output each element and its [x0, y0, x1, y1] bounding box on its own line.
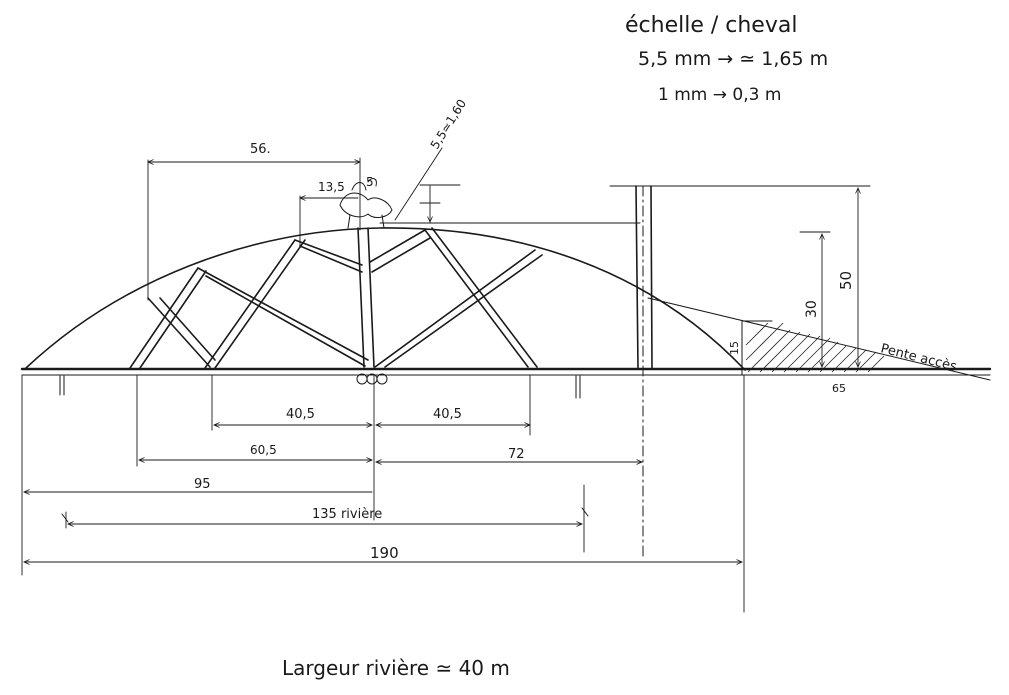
scale-legend: échelle / cheval 5,5 mm → ≃ 1,65 m 1 mm … — [625, 13, 828, 105]
dim-5-5-label: 5,5≃1,60 — [428, 97, 469, 152]
dim-50: 50 — [609, 185, 871, 367]
right-tower — [635, 185, 653, 561]
scale-line-2: 1 mm → 0,3 m — [658, 85, 781, 105]
dim-135-riviere-label: 135 rivière — [312, 507, 382, 522]
dim-72-label: 72 — [508, 447, 525, 462]
dim-13-5: 13,5 — [300, 180, 359, 246]
dim-13-5-label: 13,5 — [318, 180, 345, 194]
central-pier — [356, 373, 388, 385]
dim-190: 190 — [24, 374, 745, 613]
dim-65-label: 65 — [832, 382, 846, 395]
truss-members — [129, 227, 543, 369]
dim-56: 56. — [148, 142, 360, 301]
dim-40-5-left-label: 40,5 — [286, 407, 315, 422]
dim-30-label: 30 — [804, 300, 820, 318]
bank-marks — [59, 375, 589, 523]
bridge-arch — [25, 227, 746, 371]
caption: Largeur rivière ≃ 40 m — [282, 656, 510, 680]
scale-line-1: 5,5 mm → ≃ 1,65 m — [638, 48, 828, 70]
bridge-deck — [20, 367, 992, 376]
dim-5-5: 5,5≃1,60 — [394, 97, 469, 221]
dim-15-label: 15 — [728, 341, 741, 355]
dim-5: 5 — [366, 175, 641, 224]
dim-40-5-right: 40,5 — [373, 374, 530, 521]
dim-30: 30 — [799, 231, 831, 367]
dim-56-label: 56. — [250, 142, 271, 157]
dim-60-5: 60,5 — [136, 374, 372, 467]
dim-72: 72 — [376, 447, 642, 462]
dim-40-5-right-label: 40,5 — [433, 407, 462, 422]
dim-95-label: 95 — [194, 477, 211, 492]
scale-title: échelle / cheval — [625, 13, 797, 38]
dim-60-5-label: 60,5 — [250, 443, 277, 457]
dim-5-label: 5 — [366, 175, 374, 189]
dim-50-label: 50 — [837, 271, 855, 290]
dim-40-5-left: 40,5 — [211, 374, 372, 431]
dim-95: 95 — [21, 374, 373, 576]
dim-135-riviere: 135 rivière — [65, 484, 585, 553]
dim-190-label: 190 — [370, 544, 399, 562]
